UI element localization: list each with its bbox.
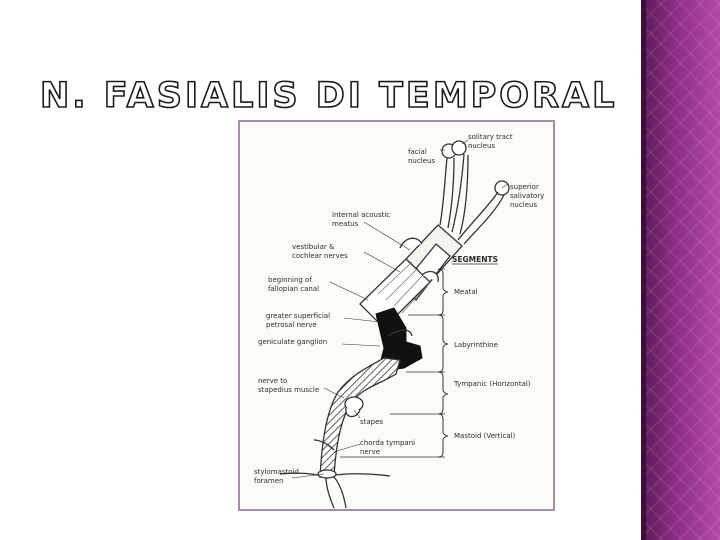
segment-mastoid: Mastoid (Vertical) <box>454 432 516 440</box>
label-internal-line1: internal acoustic <box>332 211 390 219</box>
diagram-drawing: solitary tract nucleus facial nucleus su… <box>240 122 553 509</box>
label-chorda-line2: nerve <box>360 448 380 456</box>
label-stapedius-line2: stapedius muscle <box>258 386 319 394</box>
label-solitary-line2: nucleus <box>468 142 495 150</box>
label-greater-line2: petrosal nerve <box>266 321 317 329</box>
label-vestibular-line2: cochlear nerves <box>292 252 348 260</box>
segment-tympanic: Tympanic (Horizontal) <box>453 380 531 388</box>
label-stapes: stapes <box>360 418 383 426</box>
facial-nerve-diagram: solitary tract nucleus facial nucleus su… <box>238 120 555 511</box>
label-superior-line2: salivatory <box>510 192 544 200</box>
segments-heading: SEGMENTS <box>452 255 498 264</box>
label-chorda-line1: chorda tympani <box>360 439 415 447</box>
label-facial-line1: facial <box>408 148 427 156</box>
segment-labyrinthine: Labyrinthine <box>454 341 498 349</box>
label-beginning-line1: beginning of <box>268 276 312 284</box>
stapes-shape <box>345 397 363 417</box>
label-greater-line1: greater superficial <box>266 312 330 320</box>
label-beginning-line2: fallopian canal <box>268 285 319 293</box>
solitary-nucleus-bulb <box>452 141 466 155</box>
decorative-side-band <box>641 0 720 540</box>
label-solitary-line1: solitary tract <box>468 133 513 141</box>
label-vestibular-line1: vestibular & <box>292 243 335 251</box>
label-superior-line3: nucleus <box>510 201 537 209</box>
segment-labels: SEGMENTS Meatal Labyrinthine Tympanic (H… <box>452 255 531 440</box>
nerve-roots <box>440 154 504 244</box>
label-facial-line2: nucleus <box>408 157 435 165</box>
label-superior-line1: superior <box>510 183 539 191</box>
label-geniculate: geniculate ganglion <box>258 338 327 346</box>
label-stapedius-line1: nerve to <box>258 377 287 385</box>
segment-meatal: Meatal <box>454 288 478 296</box>
segment-brackets <box>438 269 448 457</box>
label-stylomastoid-line1: stylomastoid <box>254 468 299 476</box>
label-stylomastoid-line2: foramen <box>254 477 283 485</box>
label-internal-line2: meatus <box>332 220 359 228</box>
slide-title: N. FASIALIS DI TEMPORAL <box>40 72 600 120</box>
